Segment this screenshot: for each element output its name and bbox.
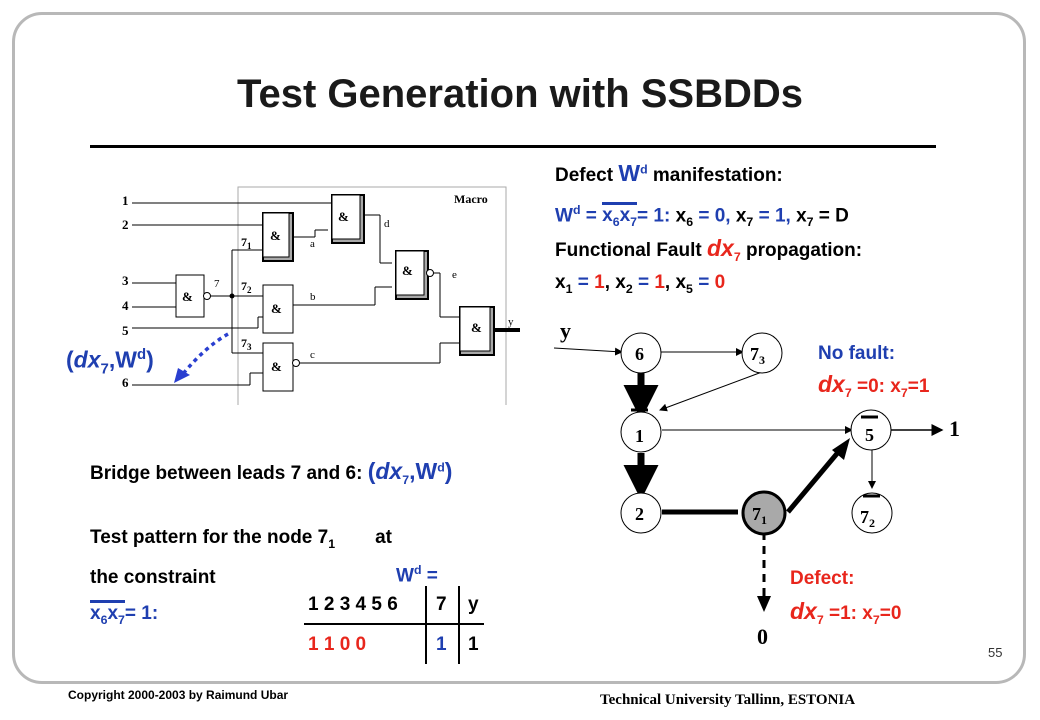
node-5-label: 5 [865,425,874,445]
node-6 [620,332,662,374]
slide-frame [12,12,1026,684]
fanout-72-label: 72 [241,279,252,295]
gate-and-symbol: & [182,289,193,304]
terminal-zero: 0 [757,624,768,649]
node-7-3-label: 73 [750,344,765,367]
gate-and-symbol: & [471,320,482,335]
ssbdd-graph: y 6 73 1 5 2 71 72 1 0 [553,318,960,649]
test-pattern-table: 1 2 3 4 5 6 7 y 1 1 0 0 1 1 [298,586,488,664]
pattern-value-7: 1 [436,634,447,655]
gate-input: & [175,274,211,318]
defect-note-equation: dx7 =1: x7=0 [790,598,902,627]
node-1 [620,411,662,453]
propagation-heading: Functional Fault dx7 propagation: [555,235,863,264]
test-pattern-line2: the constraint [90,567,216,588]
line-7-label: 7 [214,278,220,290]
node-7-2 [851,492,893,534]
no-fault-title: No fault: [818,343,896,364]
gate-and-symbol: & [338,209,349,224]
line-a-label: a [310,238,315,250]
pattern-vrule-2 [458,586,460,664]
x6x7-overbar: x6x7 [602,202,638,229]
gate-a: & [262,212,294,262]
pattern-header-inputs: 1 2 3 4 5 6 [308,594,398,615]
node-7-2-label: 72 [860,507,875,530]
line-e-label: e [452,269,457,281]
pattern-values-inputs: 1 1 0 0 [308,634,367,655]
terminal-one: 1 [949,416,960,441]
pattern-value-y: 1 [468,634,479,655]
gate-and-symbol: & [271,301,282,316]
pattern-header-7: 7 [436,594,447,615]
input-5-label: 5 [122,323,129,338]
node-2 [620,492,662,534]
defect-heading: Defect Wd manifestation: [555,160,783,186]
input-4-label: 4 [122,298,129,313]
input-6-label: 6 [122,375,129,390]
institution: Technical University Tallinn, ESTONIA [600,692,856,708]
ssbdd-root-label: y [560,318,571,343]
pattern-header-y: y [468,594,479,615]
circuit-schematic: Macro 1 2 3 4 5 6 [122,186,520,405]
test-pattern-line3: x6x7= 1: [90,600,158,627]
line-y-label: y [508,316,514,328]
node-7-1-label: 71 [752,504,767,527]
pattern-hrule [304,623,484,625]
fanout-dot [229,293,235,299]
node-6-label: 6 [635,344,644,364]
line-b-label: b [310,291,316,303]
gate-b: & [262,284,294,334]
circuit-defect-label: (dx7,Wd) [66,346,154,378]
node-5 [850,409,892,451]
test-pattern-constraint: Wd = [396,563,438,587]
node-2-label: 2 [635,504,644,524]
title-rule [90,145,936,148]
gate-e: & [395,250,434,300]
gate-y: & [459,306,495,356]
node-7-3 [741,332,783,374]
macro-label: Macro [454,192,488,206]
bridge-arrow [180,332,229,377]
pattern-vrule-1 [425,586,427,664]
gate-and-symbol: & [271,359,282,374]
propagation-assignment: x1 = 1, x2 = 1, x5 = 0 [555,272,726,296]
input-1-label: 1 [122,193,129,208]
page-number: 55 [988,645,1003,660]
gate-and-symbol: & [402,263,413,278]
copyright: Copyright 2000-2003 by Raimund Ubar [68,688,289,702]
line-d-label: d [384,218,390,230]
circuit-wires [132,202,460,386]
gate-d: & [331,194,365,244]
no-fault-equation: dx7 =0: x7=1 [818,371,930,400]
gate-c: & [262,342,300,392]
fanout-73-label: 73 [241,336,252,352]
defect-note-title: Defect: [790,568,855,589]
line-c-label: c [310,349,315,361]
bridge-arrowhead [174,368,190,383]
node-1-label: 1 [635,426,644,446]
macro-box [237,186,507,405]
bridge-text: Bridge between leads 7 and 6: (dx7,Wd) [90,458,453,487]
node-7-1 [741,490,787,536]
slide-title: Test Generation with SSBDDs [236,72,803,116]
input-2-label: 2 [122,217,129,232]
fanout-71-label: 71 [241,235,252,251]
gate-and-symbol: & [270,228,281,243]
defect-condition: Wd = x6x7= 1: x6 = 0, x7 = 1, x7 = D [555,202,849,230]
input-3-label: 3 [122,273,129,288]
